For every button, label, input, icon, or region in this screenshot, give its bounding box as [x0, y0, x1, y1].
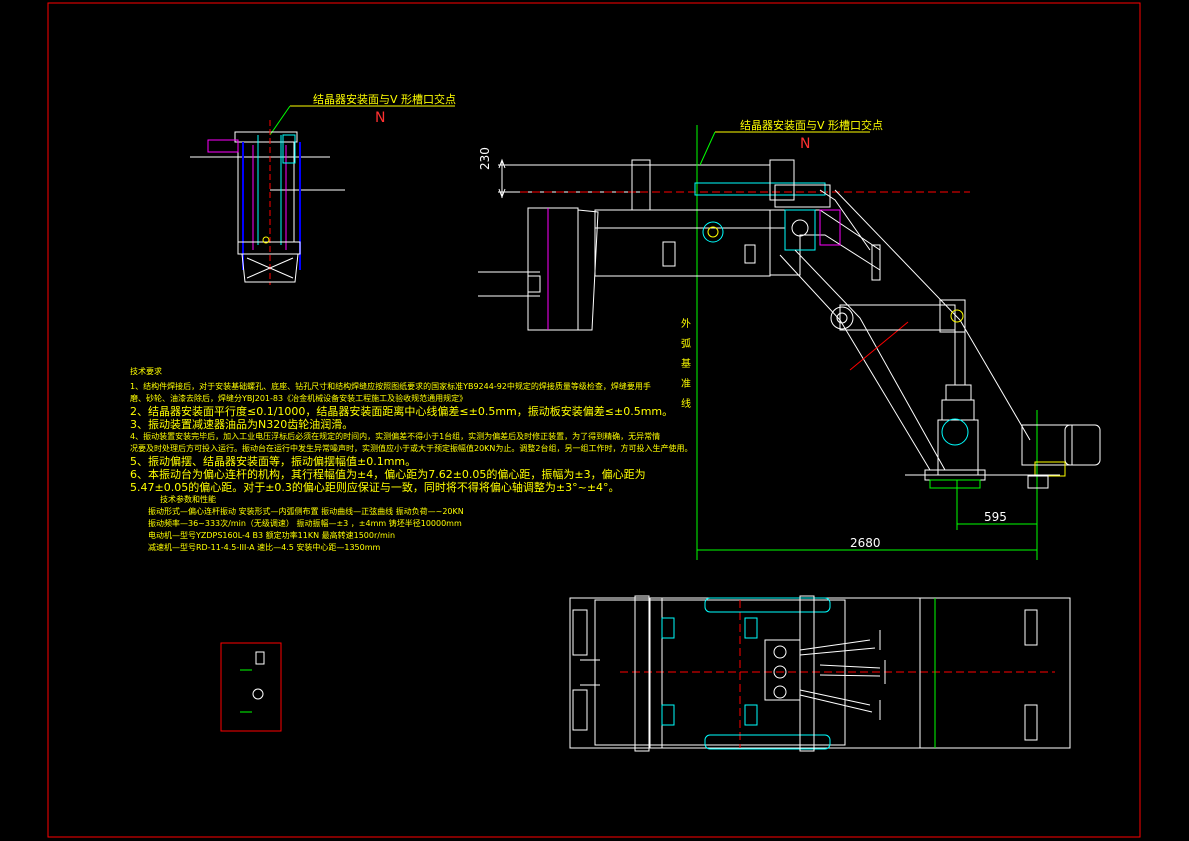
technical-notes: 技术要求 1、结构件焊接后，对于安装基础螺孔、底座、钻孔尺寸和结构焊缝应按照图纸…: [130, 366, 693, 554]
note-line: 况要及时处理后方可投入运行。振动台在运行中发生异常噪声时，实测值应小于或大于预定…: [130, 444, 693, 453]
symbol-legend-box: [220, 642, 282, 732]
spec-line: 振动频率—36~333次/min（无级调速） 振动振幅—±3 ，±4mm 铸坯半…: [148, 519, 462, 528]
elevation-view: [478, 125, 1101, 560]
sheet-border: [47, 2, 1141, 838]
side-view-detail: [190, 105, 455, 285]
note-line: 磨、砂轮、油漆去除后，焊缝分YBJ201-83《冶金机械设备安装工程施工及验收规…: [130, 394, 468, 403]
plan-view: [569, 595, 1071, 752]
outer-arc-reference-label: 外弧基准线: [681, 319, 691, 410]
note-line: 5.47±0.05的偏心距。对于±0.3的偏心距则应保证与一致，同时将不得将偏心…: [130, 481, 620, 494]
dimension-595: 595: [984, 510, 1007, 524]
side-view-leader-label: 结晶器安装面与V 形槽口交点: [313, 93, 457, 106]
notes-title: 技术要求: [130, 367, 162, 376]
spec-line: 电动机—型号YZDPS160L-4 B3 额定功率11KN 最高转速1500r/…: [148, 531, 396, 540]
side-view-marker-n: N: [375, 110, 386, 126]
note-line: 3、振动装置减速器油品为N320齿轮油润滑。: [130, 418, 354, 431]
note-line: 6、本振动台为偏心连杆的机构，其行程幅值为±4，偏心距为7.62±0.05的偏心…: [130, 468, 646, 481]
spec-title: 技术参数和性能: [160, 495, 216, 504]
spec-line: 振动形式—偏心连杆振动 安装形式—内弧侧布置 振动曲线—正弦曲线 振动负荷—~2…: [148, 507, 464, 516]
note-line: 2、结晶器安装面平行度≤0.1/1000，结晶器安装面距离中心线偏差≤±0.5m…: [130, 405, 674, 418]
note-line: 5、振动偏摆、结晶器安装面等，振动偏摆幅值±0.1mm。: [130, 455, 417, 468]
note-line: 1、结构件焊接后，对于安装基础螺孔、底座、钻孔尺寸和结构焊缝应按照图纸要求的国家…: [130, 382, 651, 391]
spec-line: 减速机—型号RD-11-4.5-III-A 速比—4.5 安装中心距—1350m…: [148, 543, 381, 552]
elevation-leader-label: 结晶器安装面与V 形槽口交点: [740, 119, 884, 132]
note-line: 4、振动装置安装完毕后，加入工业电压浮标后必须在规定的时间内，实测偏差不得小于1…: [130, 432, 661, 441]
dimension-2680: 2680: [850, 536, 881, 550]
elevation-marker-n: N: [800, 136, 811, 152]
dimension-230: 230: [478, 147, 492, 170]
